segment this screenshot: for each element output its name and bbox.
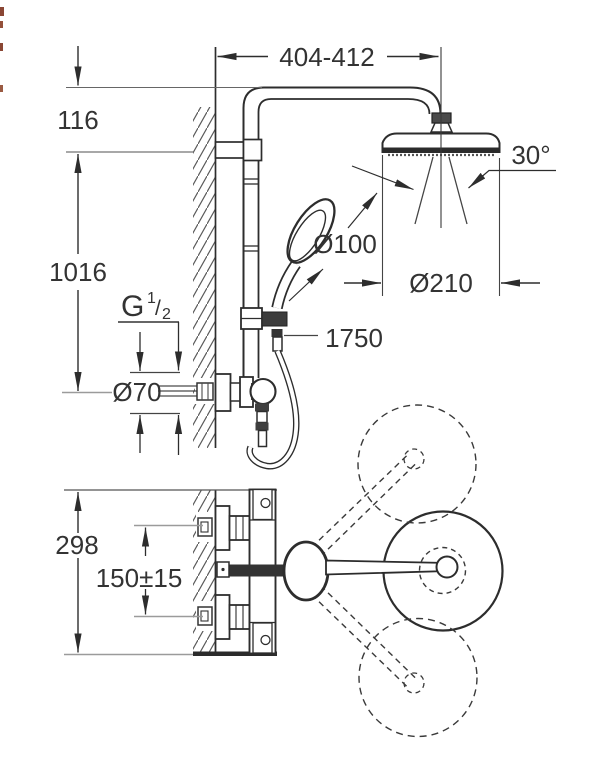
wall-hatching [193,107,216,448]
dimension-width-404-412: 404-412 [217,42,439,72]
wall-supply-connection [158,382,214,401]
slide-bar-holder [240,307,288,352]
lever-bar [325,559,449,576]
thread-label-g: G [121,290,144,323]
valve-escutcheon [214,373,232,412]
dimension-hand-shower-100: Ø100 [288,192,378,302]
upper-union-escutcheon [214,505,231,551]
dimension-escutcheon-70: Ø70 [112,332,180,453]
width-range-label: 404-412 [279,42,374,72]
hand-shower-face-ring [288,209,327,262]
hand-shower [271,198,336,310]
dimension-298: 298 [55,492,99,653]
handle-position-down [358,617,478,738]
connection-spacing-label: 150±15 [96,563,183,593]
riser-height-label: 1016 [49,257,107,287]
spray-angle-lines [414,156,468,225]
tilt-angle-label: 30° [511,140,550,170]
supply-connections-side [197,517,213,626]
scan-artifacts [0,7,4,92]
svg-text:2: 2 [162,306,171,323]
valve-lever-assembly [216,540,467,602]
hose-stub-nut [271,329,283,337]
thermostat-valve-front [214,373,277,448]
svg-text:1: 1 [147,290,156,307]
top-offset-label: 116 [57,105,98,135]
lower-union-escutcheon [214,594,231,640]
svg-text:/: / [155,297,161,320]
dimension-150-15: 150±15 [96,524,203,618]
hand-shower-head [286,198,336,264]
shower-hose [246,349,300,470]
valve-outlet-stem [257,429,268,448]
dimension-hose-1750: 1750 [284,323,383,353]
lever-hub [282,540,330,602]
handle-position-up [357,404,477,524]
pipe-coupling [196,382,214,401]
upper-union-nut [228,515,251,541]
lever-knob [435,555,459,579]
hose-length-label: 1750 [325,323,383,353]
valve-handle-front [249,377,277,406]
hand-shower-diameter-label: Ø100 [313,229,377,259]
dimension-head-shower-210: Ø210 [344,155,540,298]
dimension-angle-30: 30° [351,140,556,191]
shower-riser-pipe [242,86,272,378]
dimension-1016: 1016 [49,154,112,394]
dimension-thread-g12: G 1 / 2 [118,290,183,455]
valve-height-label: 298 [55,530,98,560]
lower-union-nut [228,604,251,630]
escutcheon-diameter-label: Ø70 [112,377,161,407]
shower-arm [264,86,442,115]
valve-spindle [229,564,285,577]
dimension-116: 116 [57,46,262,153]
hose-stub [272,336,283,352]
head-shower-diameter-label: Ø210 [409,268,473,298]
wall-bracket [214,138,263,162]
